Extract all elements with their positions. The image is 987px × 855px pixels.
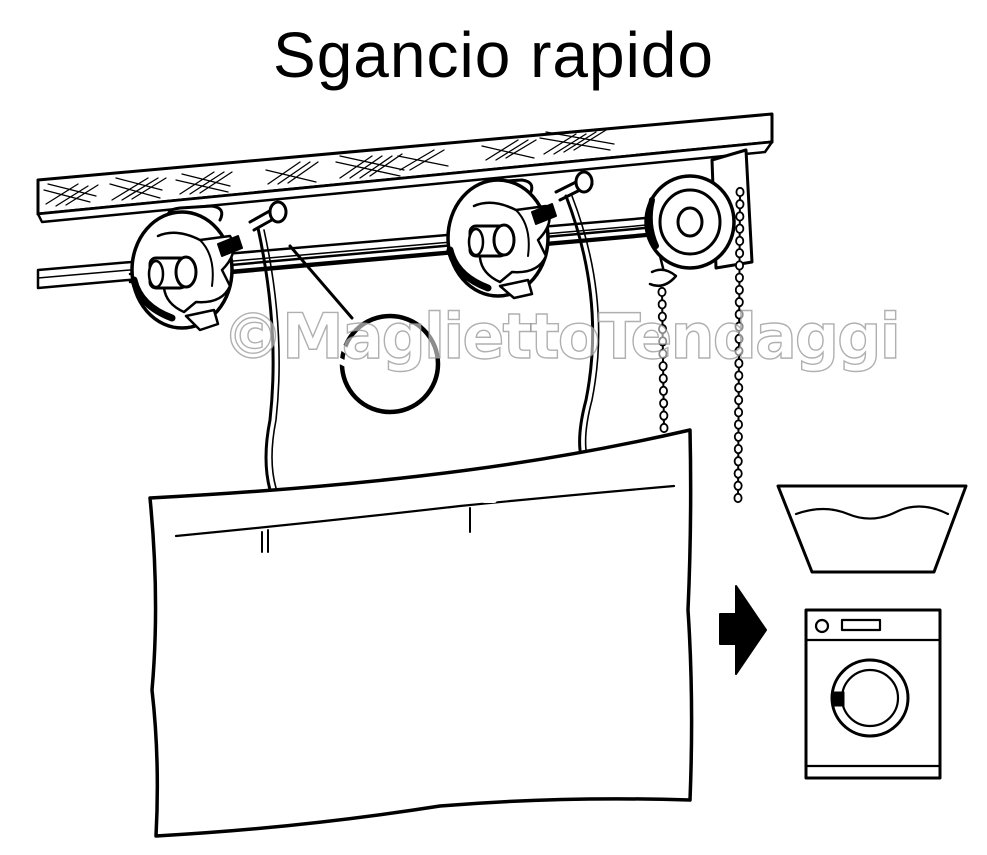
chain-bead [735, 260, 745, 271]
chain-bead [658, 385, 668, 397]
chain-bead [734, 284, 744, 296]
chain-bead [734, 333, 744, 344]
chain-bead [735, 199, 745, 210]
chain-bead [734, 358, 744, 369]
chain-bead [735, 211, 745, 222]
chain-bead [734, 272, 744, 283]
chain-bead [658, 323, 668, 335]
page-title: Sgancio rapido [273, 19, 714, 91]
chain-bead [735, 235, 745, 247]
watermark: ©MagliettoTendaggi [221, 299, 901, 373]
chain-bead [659, 398, 669, 409]
rail-texture [43, 129, 615, 207]
chain-bead [733, 419, 743, 430]
chain-bead [734, 309, 744, 320]
chain-bead [733, 492, 743, 504]
curtain-panel [148, 428, 694, 838]
chain-bead [734, 297, 744, 308]
detail-ring [288, 244, 441, 415]
chain-bead [658, 348, 668, 359]
wash-basin-icon [776, 484, 968, 574]
ball-chain [657, 186, 745, 504]
chain-bead [733, 468, 743, 479]
chain-bead [735, 248, 745, 259]
chain-bead [734, 407, 744, 418]
runner-middle [446, 178, 557, 300]
chain-bead [733, 456, 743, 467]
hook-cord-right [554, 170, 600, 452]
chain-bead [733, 480, 743, 491]
chain-bead [659, 410, 669, 421]
chain-bead [658, 373, 668, 384]
chain-bead [734, 370, 744, 381]
chain-bead [657, 299, 667, 310]
washing-machine-icon [804, 608, 942, 780]
chain-bead [658, 336, 668, 347]
hook-cord-left [248, 200, 288, 492]
end-pulley [644, 148, 754, 287]
chain-bead [734, 394, 744, 406]
chain-bead [659, 422, 669, 434]
arrow-right-icon [719, 585, 767, 675]
chain-bead [734, 321, 744, 332]
runner-left [130, 204, 243, 332]
chain-bead [657, 286, 667, 298]
chain-bead [733, 443, 743, 455]
chain-bead [734, 346, 744, 357]
chain-bead [658, 361, 668, 372]
chain-bead [735, 223, 745, 234]
chain-bead [733, 431, 743, 442]
chain-bead [657, 311, 667, 322]
chain-bead [734, 382, 744, 393]
chain-bead [735, 186, 745, 198]
